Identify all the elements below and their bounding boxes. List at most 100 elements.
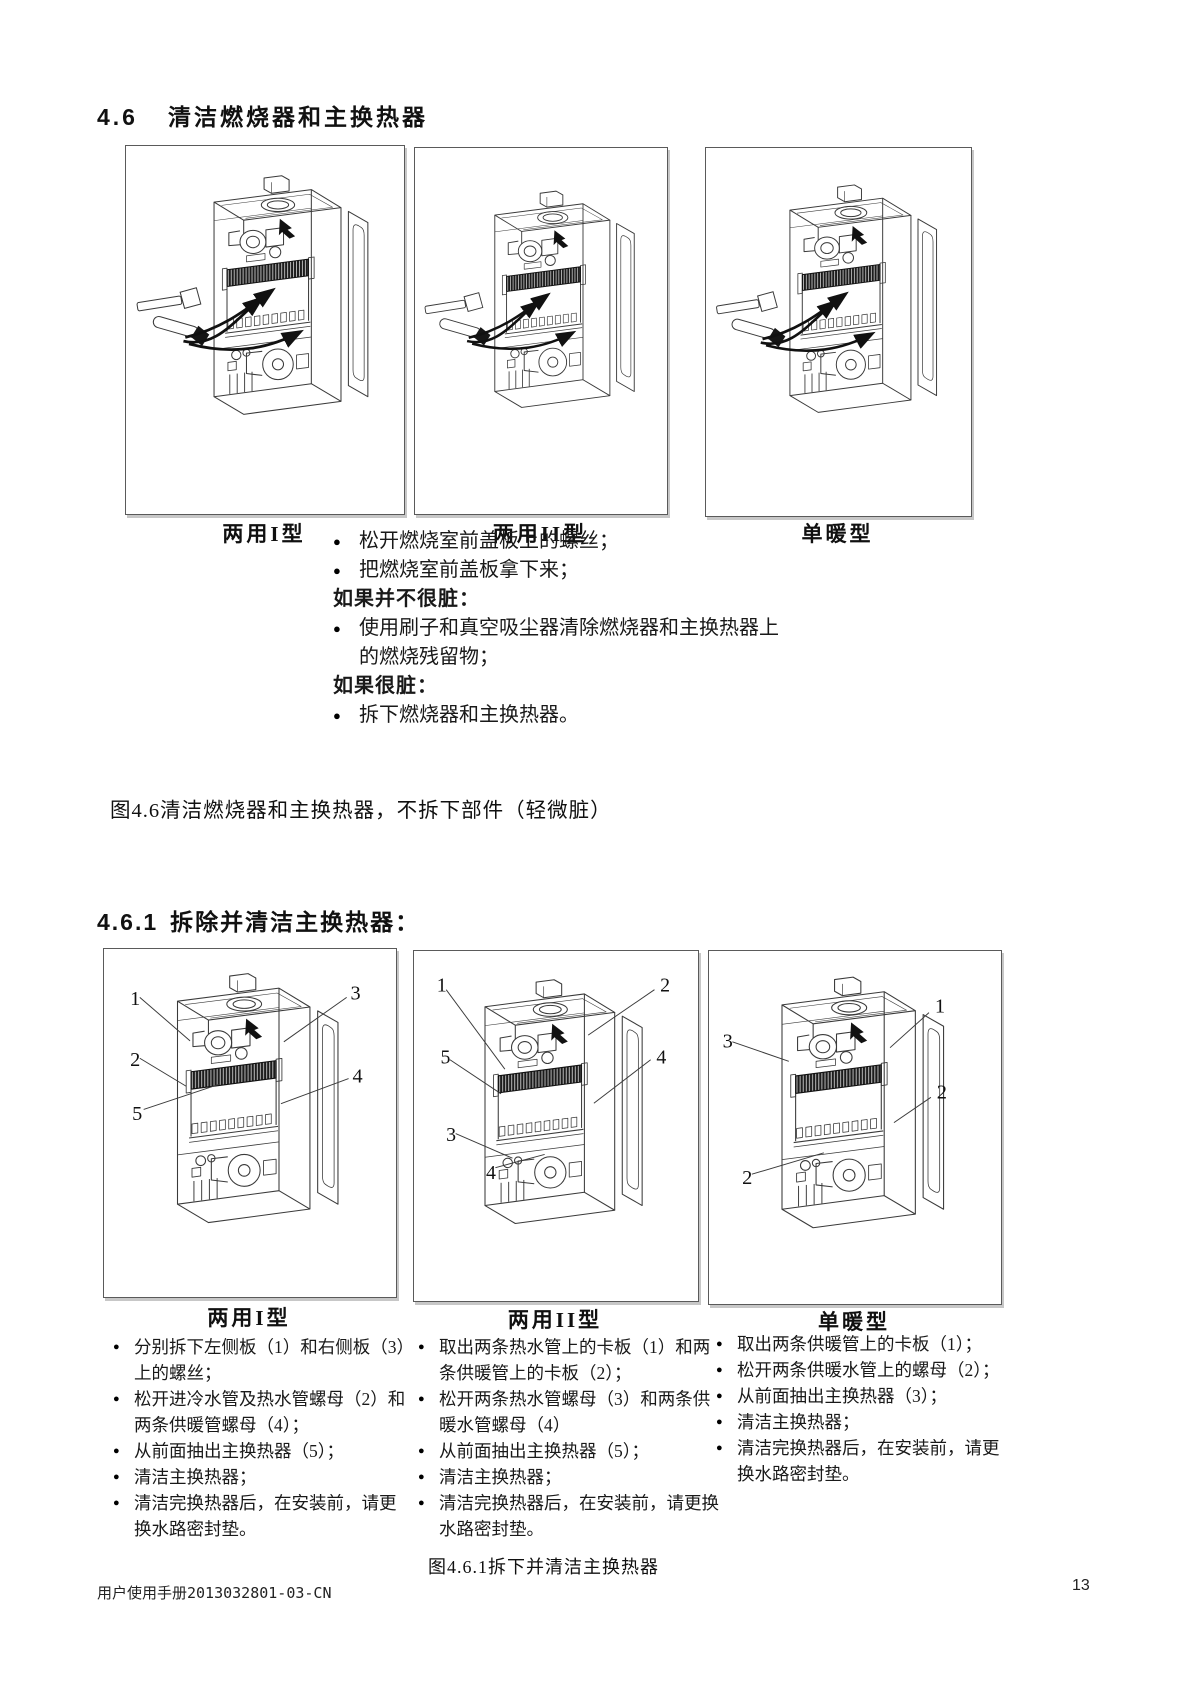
step-item: ● 从前面抽出主换热器（5）； <box>418 1438 724 1464</box>
boiler-drawing <box>781 976 945 1229</box>
brush-tools-arrows-icon <box>424 292 573 348</box>
bullet-icon: ● <box>418 1471 425 1483</box>
callout-number: 5 <box>441 1047 451 1069</box>
step-item: ●清洁完换热器后，在安装前，请更换水路密封垫。 <box>113 1490 413 1542</box>
step-text: 清洁完换热器后，在安装前，请更换水路密封垫。 <box>439 1493 719 1539</box>
brush-tools-arrows-icon <box>136 287 300 349</box>
bullet-icon: ● <box>716 1338 723 1350</box>
step-text: 使用刷子和真空吸尘器清除燃烧器和主换热器上的燃烧残留物； <box>359 617 779 668</box>
step-text: 松开两条供暖水管上的螺母（2）； <box>737 1360 1000 1380</box>
leader-line <box>893 1096 932 1124</box>
leader-line <box>139 1057 187 1087</box>
condition-heading: 如果并不很脏： <box>333 585 798 614</box>
step-item: ●从前面抽出主换热器（5）； <box>113 1438 413 1464</box>
callout-number: 3 <box>723 1031 733 1053</box>
steps-heating-only: ●取出两条供暖管上的卡板（1）； ● 松开两条供暖水管上的螺母（2）； ● 从前面抽… <box>716 1331 1016 1487</box>
leader-line <box>449 1059 502 1095</box>
step-text: 从前面抽出主换热器（5）； <box>439 1441 649 1461</box>
leader-line <box>455 1133 513 1159</box>
step-item: ●取出两条热水管上的卡板（1）和两条供暖管上的卡板（2）； <box>418 1334 724 1386</box>
bullet-icon: ● <box>418 1393 425 1405</box>
steps-dual-use-1: ●分别拆下左侧板（1）和右侧板（3）上的螺丝； ●松开进冷水管及热水管螺母（2）… <box>113 1334 413 1542</box>
step-item: ●松开两条热水管螺母（3）和两条供暖水管螺母（4） <box>418 1386 724 1438</box>
figure-heating-only-clean <box>705 147 972 517</box>
brush-tools-arrows-icon <box>715 291 872 350</box>
leader-line <box>495 1153 545 1169</box>
step-text: 松开进冷水管及热水管螺母（2）和两条供暖管螺母（4）； <box>134 1389 406 1435</box>
figure-dual-use-1-clean <box>125 145 405 515</box>
step-item: ● 拆下燃烧器和主换热器。 <box>333 701 798 730</box>
boiler-illustration: 1 5 3 4 2 4 <box>437 975 670 1225</box>
section-title: 清洁燃烧器和主换热器 <box>167 104 428 130</box>
step-item: ●松开进冷水管及热水管螺母（2）和两条供暖管螺母（4）； <box>113 1386 413 1438</box>
step-item: ●取出两条供暖管上的卡板（1）； <box>716 1331 1016 1357</box>
leader-line <box>587 989 655 1036</box>
step-item: ● 松开两条供暖水管上的螺母（2）； <box>716 1357 1016 1383</box>
boiler-drawing <box>213 175 369 415</box>
page-number: 13 <box>1072 1577 1090 1594</box>
leader-line <box>751 1152 824 1175</box>
callout-number: 1 <box>437 975 447 997</box>
bullet-icon: ● <box>333 708 341 723</box>
bullet-icon: ● <box>418 1497 425 1509</box>
condition-heading: 如果很脏： <box>333 672 798 701</box>
bullet-icon: ● <box>113 1471 120 1483</box>
leader-line <box>283 996 347 1043</box>
callout-number: 4 <box>656 1047 666 1069</box>
boiler-illustration <box>126 175 369 415</box>
step-item: ●清洁主换热器； <box>113 1464 413 1490</box>
leader-line <box>889 1012 930 1049</box>
step-text: 从前面抽出主换热器（3）； <box>737 1386 947 1406</box>
figure-label-dual-use-1: 两用I型 <box>222 522 306 546</box>
figure-dual-use-2-disassemble: 1 5 3 4 2 4 <box>413 950 699 1302</box>
callout-number: 1 <box>130 988 140 1010</box>
figure-dual-use-2-clean <box>414 147 668 515</box>
figure-label-dual-use-2: 两用II型 <box>507 1308 603 1332</box>
boiler-illustration <box>415 190 635 408</box>
step-text: 如果很脏： <box>333 675 438 697</box>
bullet-icon: ● <box>716 1364 723 1376</box>
step-text: 松开燃烧室前盖板上的螺丝； <box>359 530 619 552</box>
figure-label-dual-use-2: 两用II型 <box>492 522 588 546</box>
boiler-drawing <box>789 184 938 413</box>
boiler-drawing <box>176 973 339 1224</box>
bullet-icon: ● <box>113 1341 120 1353</box>
step-text: 从前面抽出主换热器（5）； <box>134 1441 344 1461</box>
leader-line <box>143 1083 220 1110</box>
figure-heating-only-disassemble: 3 2 1 2 <box>708 950 1002 1305</box>
bullet-icon: ● <box>333 534 341 549</box>
section-number: 4.6.1 <box>97 909 159 935</box>
figure-label-dual-use-1: 两用I型 <box>207 1306 291 1330</box>
bullet-icon: ● <box>716 1416 723 1428</box>
figure-label-heating-only: 单暖型 <box>801 522 874 546</box>
boiler-drawing <box>484 979 643 1225</box>
step-item: ●清洁主换热器； <box>418 1464 724 1490</box>
step-item: ● 分别拆下左侧板（1）和右侧板（3）上的螺丝； <box>113 1334 413 1386</box>
bullet-icon: ● <box>418 1445 425 1457</box>
bullet-icon: ● <box>333 621 341 636</box>
boiler-drawing <box>494 190 635 408</box>
leader-line <box>445 989 506 1070</box>
callout-number: 4 <box>352 1065 362 1087</box>
bullet-icon: ● <box>113 1497 120 1509</box>
figure-4-6-1-caption: 图4.6.1拆下并清洁主换热器 <box>428 1557 659 1577</box>
boiler-illustration: 1 2 5 3 4 <box>130 973 363 1224</box>
callout-number: 5 <box>132 1103 142 1125</box>
callout-number: 3 <box>351 982 361 1004</box>
callout-number: 2 <box>937 1081 947 1103</box>
callout-number: 2 <box>742 1167 752 1189</box>
figure-label-heating-only: 单暖型 <box>818 1310 890 1334</box>
step-item: ● 把燃烧室前盖板拿下来； <box>333 556 798 585</box>
cleaning-steps: ● 松开燃烧室前盖板上的螺丝； ● 把燃烧室前盖板拿下来； 如果并不很脏： ● … <box>333 527 798 730</box>
step-item: ● 清洁完换热器后，在安装前，请更换水路密封垫。 <box>418 1490 724 1542</box>
section-title: 拆除并清洁主换热器： <box>170 909 421 935</box>
step-text: 分别拆下左侧板（1）和右侧板（3）上的螺丝； <box>134 1337 406 1383</box>
bullet-icon: ● <box>418 1341 425 1353</box>
step-item: ●清洁完换热器后，在安装前，请更换水路密封垫。 <box>716 1435 1016 1487</box>
bullet-icon: ● <box>716 1390 723 1402</box>
step-item: ●清洁主换热器； <box>716 1409 1016 1435</box>
step-item: ● 松开燃烧室前盖板上的螺丝； <box>333 527 798 556</box>
callout-number: 2 <box>130 1049 140 1071</box>
